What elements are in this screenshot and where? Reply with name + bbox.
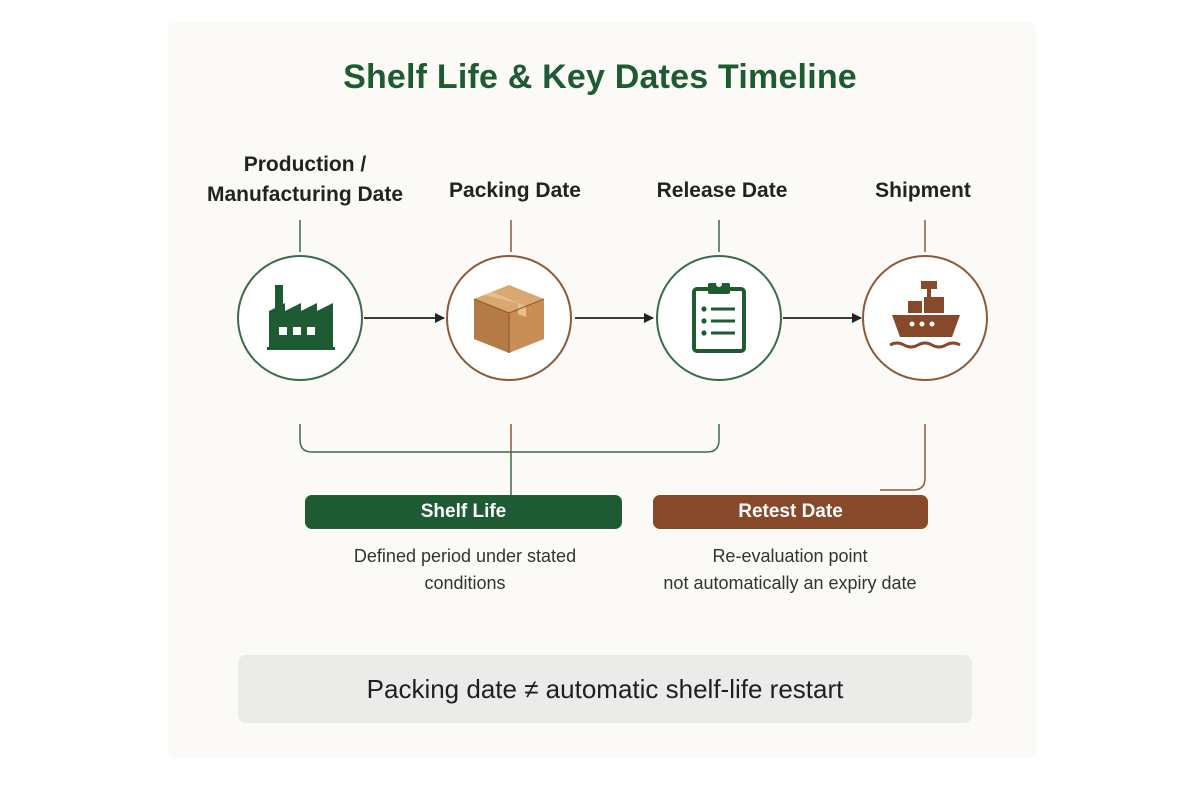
stage-circle-production (237, 255, 363, 381)
retest-date-pill: Retest Date (653, 495, 928, 529)
stage-label-line: Shipment (875, 179, 971, 202)
retest-date-caption-line: not automatically an expiry date (663, 573, 917, 593)
factory-icon (267, 285, 335, 350)
stage-label-line: Packing Date (449, 179, 581, 202)
stage-circle-shipment (862, 255, 988, 381)
clipboard-icon (692, 281, 746, 353)
retest-date-caption-line: Re-evaluation point (712, 546, 868, 566)
stage-label-shipment: Shipment (838, 176, 1008, 206)
diagram-panel (168, 22, 1036, 758)
shelf-life-caption: Defined period under stated conditions (300, 543, 630, 597)
diagram-title: Shelf Life & Key Dates Timeline (343, 58, 857, 96)
stage-label-production: Production / Manufacturing Date (190, 150, 420, 210)
stage-circle-packing (446, 255, 572, 381)
shelf-life-bracket (299, 424, 720, 453)
shelf-life-caption-line: Defined period under stated (353, 546, 577, 566)
box-icon (473, 285, 545, 353)
stage-circle-release (656, 255, 782, 381)
stage-label-line: Manufacturing Date (206, 183, 403, 206)
stage-label-release: Release Date (622, 176, 822, 206)
ship-icon (889, 281, 961, 349)
packing-date-note: Packing date ≠ automatic shelf-life rest… (238, 655, 972, 723)
shelf-life-pill: Shelf Life (305, 495, 622, 529)
shelf-life-caption-line: conditions (424, 573, 506, 593)
retest-date-caption: Re-evaluation point not automatically an… (630, 543, 950, 597)
stage-label-line: Release Date (656, 179, 788, 202)
retest-connector (880, 424, 926, 491)
stage-label-packing: Packing Date (415, 176, 615, 206)
stage-label-line: Production / (243, 153, 367, 176)
